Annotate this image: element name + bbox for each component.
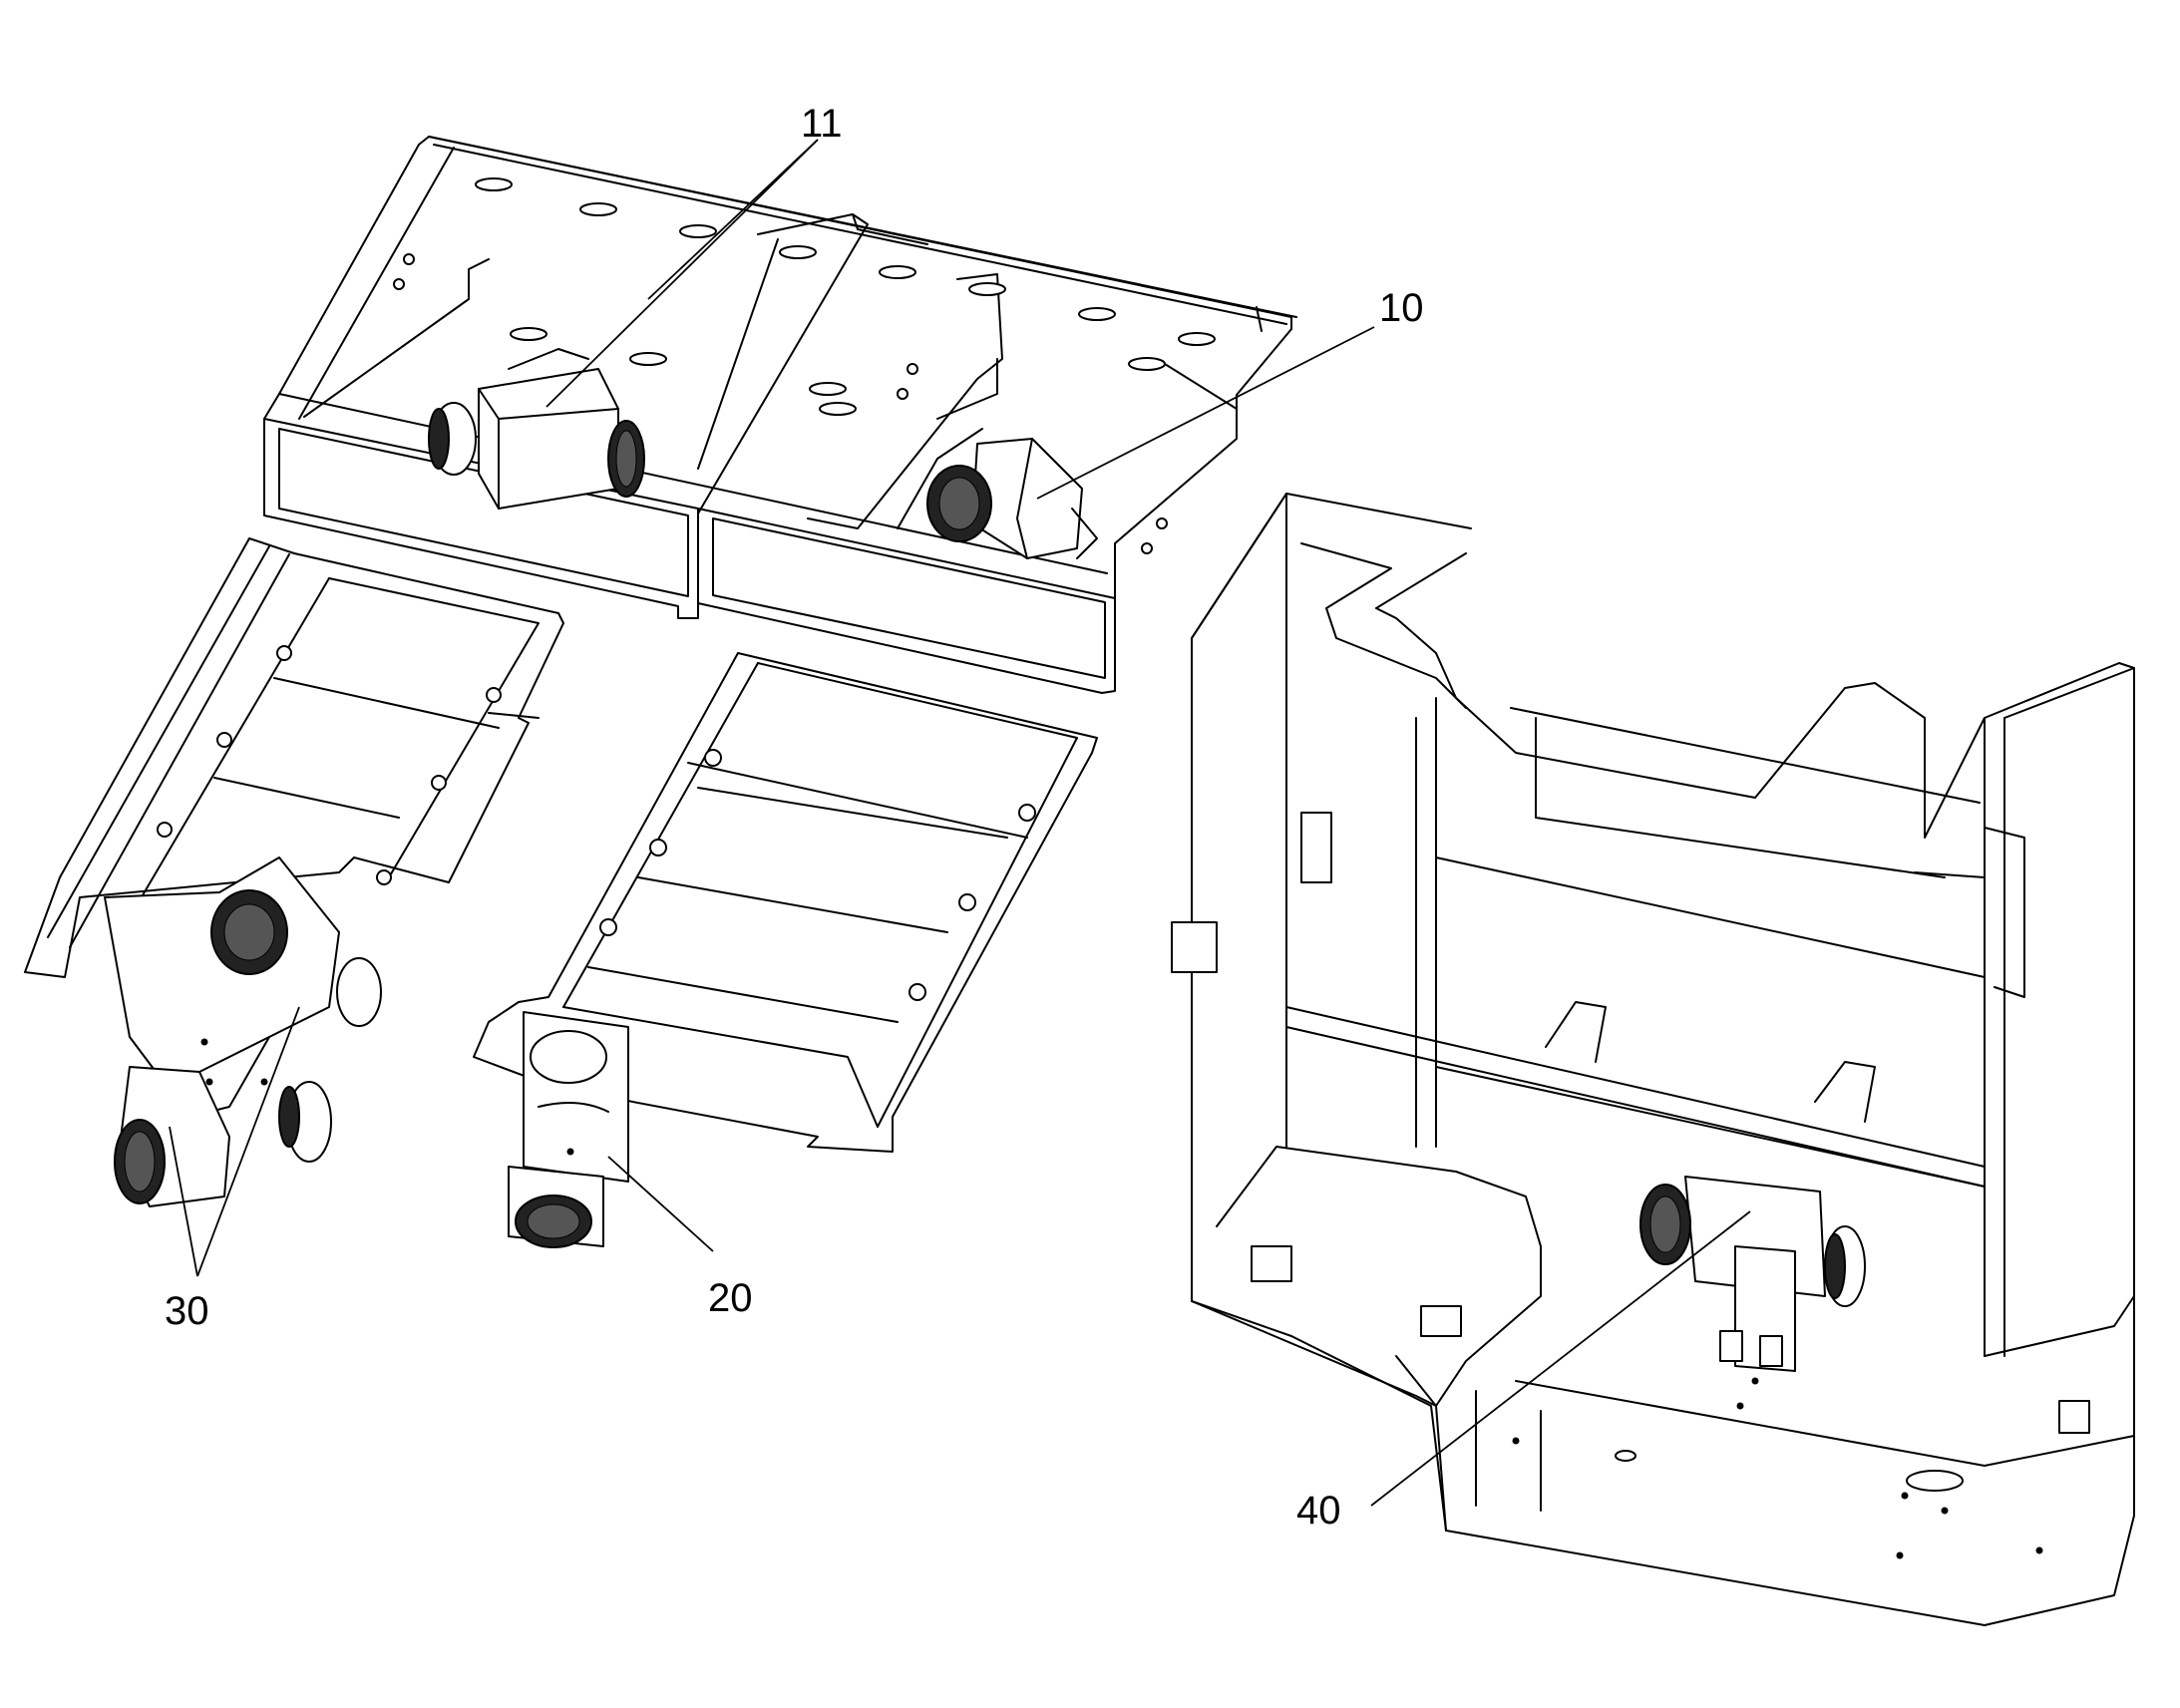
callout-20: 20 [708,1276,753,1320]
callout-labels: 11 10 30 20 40 [165,102,1424,1533]
leader-20 [607,1156,714,1252]
top-tray-assembly [263,136,1297,694]
leader-11 [545,139,819,408]
callout-40: 40 [1296,1489,1341,1533]
cabinet-assembly [1171,493,2135,1626]
callout-11: 11 [801,102,843,146]
leader-lines [169,139,1751,1507]
callout-10: 10 [1379,286,1424,330]
left-tray-assembly [24,537,564,1207]
leader-11b [647,139,819,300]
blower-30 [104,856,382,1207]
middle-tray-assembly [473,652,1098,1248]
blower-11 [428,348,645,510]
callout-30: 30 [165,1289,209,1333]
blower-10 [897,428,1098,559]
blower-20 [508,1011,629,1248]
leader-10 [1036,326,1375,500]
leader-30b [196,1006,300,1277]
blower-40 [1639,1176,1866,1410]
leader-40 [1370,1210,1751,1507]
leader-30a [169,1126,198,1277]
